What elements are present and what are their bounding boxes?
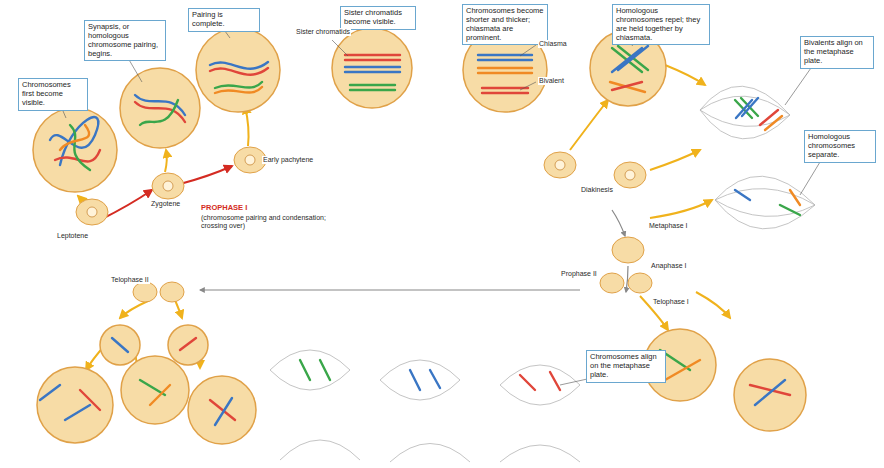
callout-box: Homologous chromosomes separate.	[804, 130, 876, 163]
stage-label: Anaphase I	[650, 262, 687, 270]
callout-box: Chromosomes become shorter and thicker; …	[462, 4, 548, 45]
stage-label: Prophase II	[560, 270, 598, 278]
spindle-chromosomes	[300, 98, 800, 390]
stage-label: Chiasma	[538, 40, 568, 48]
callout-text: Pairing is complete.	[192, 11, 256, 29]
callout-box: Homologous chromosomes repel; they are h…	[612, 4, 710, 45]
zoomed-cells	[33, 28, 806, 444]
callout-text: Sister chromatids become visible.	[344, 9, 412, 27]
callout-text: Homologous chromosomes separate.	[808, 133, 872, 160]
stage-label: Bivalent	[538, 77, 565, 85]
callout-text: Chromosomes become shorter and thicker; …	[466, 7, 544, 42]
chromosomes	[40, 46, 790, 425]
callout-text: Chromosomes align on the metaphase plate…	[590, 353, 662, 380]
phase-arrows	[200, 210, 628, 292]
callout-text: Bivalents align on the metaphase plate.	[804, 39, 870, 66]
stage-label: Diakinesis	[580, 186, 614, 194]
leader-lines	[60, 27, 820, 385]
callout-text: Chromosomes first become visible.	[22, 81, 84, 108]
stage-label: Telophase II	[110, 276, 150, 284]
prophase-arrows	[78, 65, 730, 372]
stage-label: Early pachytene	[262, 156, 314, 164]
nuclei	[87, 155, 635, 217]
stage-label: PROPHASE I	[200, 204, 248, 213]
callout-box: Pairing is complete.	[188, 8, 260, 32]
callout-box: Synapsis, or homologous chromosome pairi…	[84, 20, 166, 61]
stage-label: Zygotene	[150, 200, 181, 208]
stage-label: Sister chromatids	[295, 28, 351, 36]
stage-label: (chromosome pairing and condensation; cr…	[200, 214, 352, 230]
callout-box: Sister chromatids become visible.	[340, 6, 416, 30]
stage-label: Metaphase I	[648, 222, 689, 230]
callout-text: Homologous chromosomes repel; they are h…	[616, 7, 706, 42]
callout-text: Synapsis, or homologous chromosome pairi…	[88, 23, 162, 58]
spindles	[270, 86, 815, 462]
small-cells	[76, 147, 652, 302]
stage-label: Leptotene	[56, 232, 89, 240]
callout-box: Chromosomes align on the metaphase plate…	[586, 350, 666, 383]
callout-box: Chromosomes first become visible.	[18, 78, 88, 111]
stage-label: Telophase I	[652, 298, 690, 306]
callout-box: Bivalents align on the metaphase plate.	[800, 36, 874, 69]
